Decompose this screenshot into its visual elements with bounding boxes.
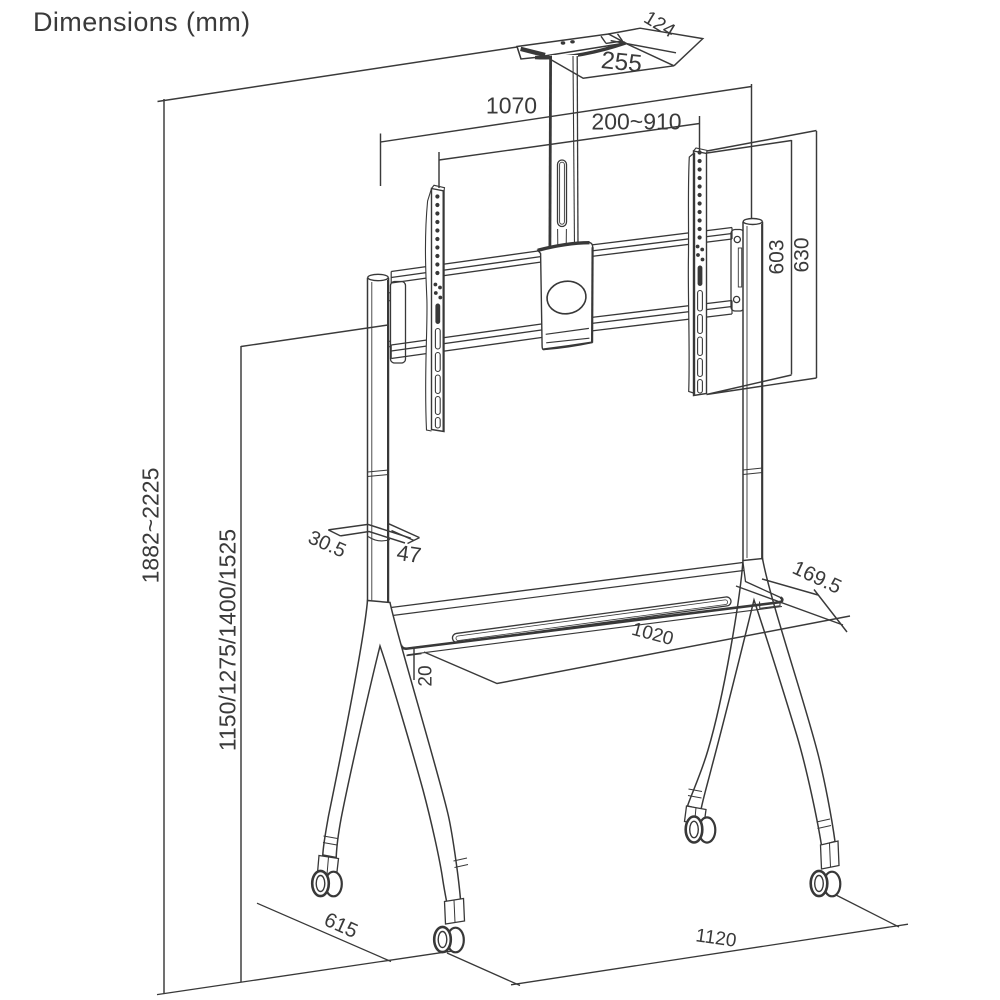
svg-text:47: 47 [395, 540, 423, 568]
svg-text:603: 603 [766, 239, 789, 274]
svg-text:1150/1275/1400/1525: 1150/1275/1400/1525 [215, 529, 241, 751]
svg-text:630: 630 [791, 237, 814, 272]
svg-text:1070: 1070 [486, 93, 537, 119]
svg-text:20: 20 [416, 665, 437, 686]
svg-text:1882~2225: 1882~2225 [138, 468, 164, 584]
svg-text:255: 255 [600, 47, 643, 78]
svg-text:200~910: 200~910 [591, 109, 681, 135]
svg-text:Dimensions (mm): Dimensions (mm) [33, 7, 251, 37]
